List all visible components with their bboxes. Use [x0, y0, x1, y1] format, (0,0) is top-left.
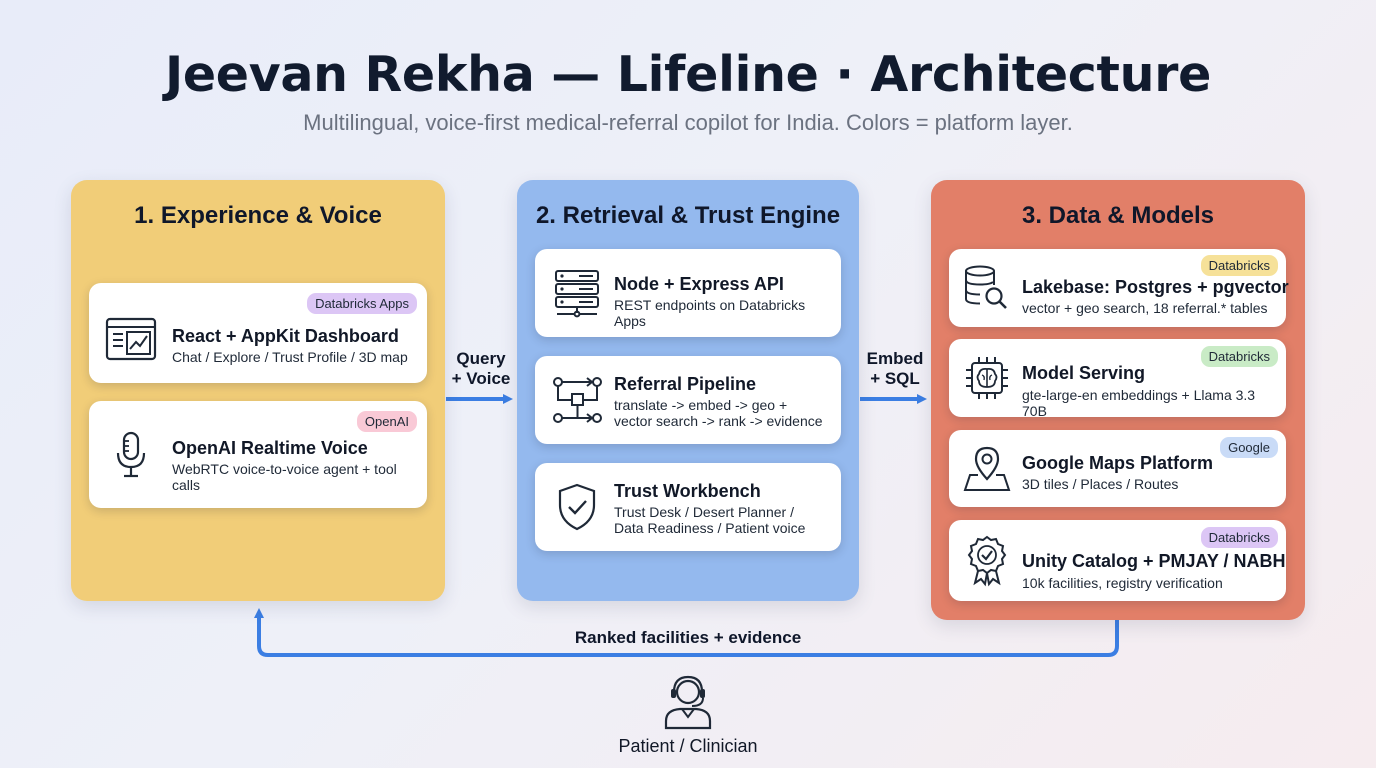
- card-title: OpenAI Realtime Voice: [172, 438, 368, 458]
- card-title: Model Serving: [1022, 363, 1146, 383]
- card-subtitle: WebRTC voice-to-voice agent + tool calls: [172, 461, 397, 493]
- certificate-icon: [967, 535, 1007, 587]
- page-subtitle: Multilingual, voice-first medical-referr…: [303, 110, 1073, 135]
- card-title: React + AppKit Dashboard: [172, 326, 399, 346]
- flow-label-query-voice: Query + Voice: [451, 349, 511, 388]
- dashboard-icon: [105, 317, 157, 361]
- flow-label-feedback: Ranked facilities + evidence: [574, 628, 802, 647]
- page-title: Jeevan Rekha — Lifeline · Architecture: [164, 46, 1212, 103]
- chip-brain-icon: [966, 357, 1008, 399]
- card-subtitle: REST endpoints on Databricks Apps: [614, 297, 806, 329]
- card-subtitle: 3D tiles / Places / Routes: [1022, 476, 1179, 492]
- card-subtitle: gte-large-en embeddings + Llama 3.3 70B: [1022, 387, 1256, 419]
- badge-google: Google: [1220, 437, 1278, 458]
- panel-data-models: 3. Data & Models Databricks Lakebase: Po…: [931, 180, 1305, 620]
- panel-title: 1. Experience & Voice: [134, 202, 382, 229]
- card-lakebase[interactable]: Databricks Lakebase: Postgres + pgvector…: [949, 249, 1289, 327]
- badge-databricks: Databricks: [1200, 527, 1278, 548]
- card-google-maps-platform[interactable]: Google Google Maps Platform 3D tiles / P…: [949, 430, 1286, 507]
- headset-user-icon: [664, 675, 712, 730]
- map-pin-icon: [963, 446, 1011, 491]
- card-subtitle: Chat / Explore / Trust Profile / 3D map: [172, 349, 408, 365]
- card-openai-realtime-voice[interactable]: OpenAI OpenAI Realtime Voice WebRTC voic…: [89, 401, 427, 508]
- card-model-serving[interactable]: Databricks Model Serving gte-large-en em…: [949, 339, 1286, 419]
- card-subtitle: 10k facilities, registry verification: [1022, 575, 1223, 591]
- badge-databricks: Databricks: [1200, 346, 1278, 367]
- badge-openai: OpenAI: [356, 411, 417, 432]
- card-title: Trust Workbench: [614, 481, 761, 501]
- badge-databricks-apps: Databricks Apps: [307, 293, 417, 314]
- card-title: Unity Catalog + PMJAY / NABH: [1022, 551, 1286, 571]
- card-title: Lakebase: Postgres + pgvector: [1022, 277, 1289, 297]
- card-subtitle: Trust Desk / Desert Planner / Data Readi…: [614, 504, 806, 536]
- panel-title: 2. Retrieval & Trust Engine: [535, 202, 841, 229]
- user-label: Patient / Clinician: [618, 736, 758, 756]
- card-title: Node + Express API: [614, 274, 784, 294]
- panel-title: 3. Data & Models: [1021, 202, 1215, 229]
- flow-label-embed-sql: Embed + SQL: [866, 349, 924, 388]
- microphone-icon: [116, 431, 146, 478]
- card-react-appkit-dashboard[interactable]: Databricks Apps React + AppKit Dashboard…: [89, 283, 427, 383]
- card-trust-workbench[interactable]: Trust Workbench Trust Desk / Desert Plan…: [535, 463, 841, 551]
- card-node-express-api[interactable]: Node + Express API REST endpoints on Dat…: [535, 249, 841, 337]
- card-unity-catalog[interactable]: Databricks Unity Catalog + PMJAY / NABH …: [949, 520, 1286, 601]
- database-search-icon: [965, 265, 1007, 309]
- card-subtitle: translate -> embed -> geo + vector searc…: [614, 397, 823, 429]
- card-title: Referral Pipeline: [614, 374, 757, 394]
- pipeline-icon: [553, 377, 602, 423]
- server-icon: [555, 270, 599, 318]
- card-referral-pipeline[interactable]: Referral Pipeline translate -> embed -> …: [535, 356, 841, 444]
- shield-check-icon: [558, 483, 596, 531]
- card-subtitle: vector + geo search, 18 referral.* table…: [1022, 300, 1268, 316]
- panel-retrieval-trust-engine: 2. Retrieval & Trust Engine Node + Expre…: [517, 180, 859, 601]
- card-title: Google Maps Platform: [1022, 453, 1214, 473]
- panel-experience-voice: 1. Experience & Voice Databricks Apps Re…: [71, 180, 445, 601]
- badge-databricks: Databricks: [1200, 255, 1278, 276]
